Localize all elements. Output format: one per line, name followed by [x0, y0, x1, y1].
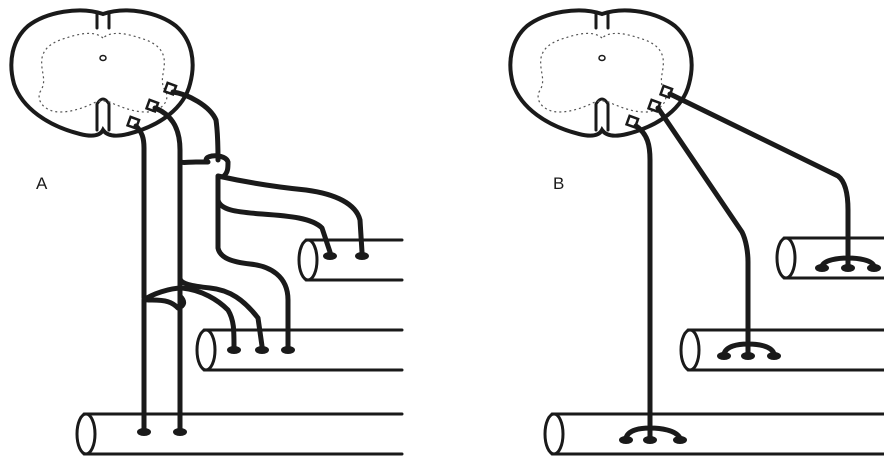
terminal-a-1	[323, 252, 337, 260]
terminal-b-6	[767, 352, 781, 360]
terminal-b-5	[741, 352, 755, 360]
muscle-fiber-bottom-a	[77, 414, 402, 454]
terminal-a-6	[137, 428, 151, 436]
terminal-b-9	[673, 436, 687, 444]
muscle-fiber-bottom-b	[545, 414, 884, 454]
terminal-b-1	[815, 264, 829, 272]
panel-b-label: B	[553, 174, 564, 194]
panel-a	[11, 10, 402, 454]
axon-3-b	[670, 94, 874, 266]
panel-a-label: A	[36, 174, 47, 194]
terminal-b-8	[643, 436, 657, 444]
muscle-fiber-middle-b	[681, 330, 884, 370]
panel-b	[510, 10, 884, 454]
terminal-a-3	[227, 346, 241, 354]
muscle-fiber-top-a	[299, 240, 402, 280]
terminal-b-3	[867, 264, 881, 272]
axon-1-a	[136, 126, 184, 428]
terminal-a-4	[255, 346, 269, 354]
terminal-b-4	[717, 352, 731, 360]
terminal-b-7	[619, 436, 633, 444]
terminal-a-2	[355, 252, 369, 260]
axon-2-b	[658, 108, 774, 354]
terminal-a-5	[281, 346, 295, 354]
axon-1-b	[626, 126, 680, 438]
terminal-a-7	[173, 428, 187, 436]
terminal-b-2	[841, 264, 855, 272]
